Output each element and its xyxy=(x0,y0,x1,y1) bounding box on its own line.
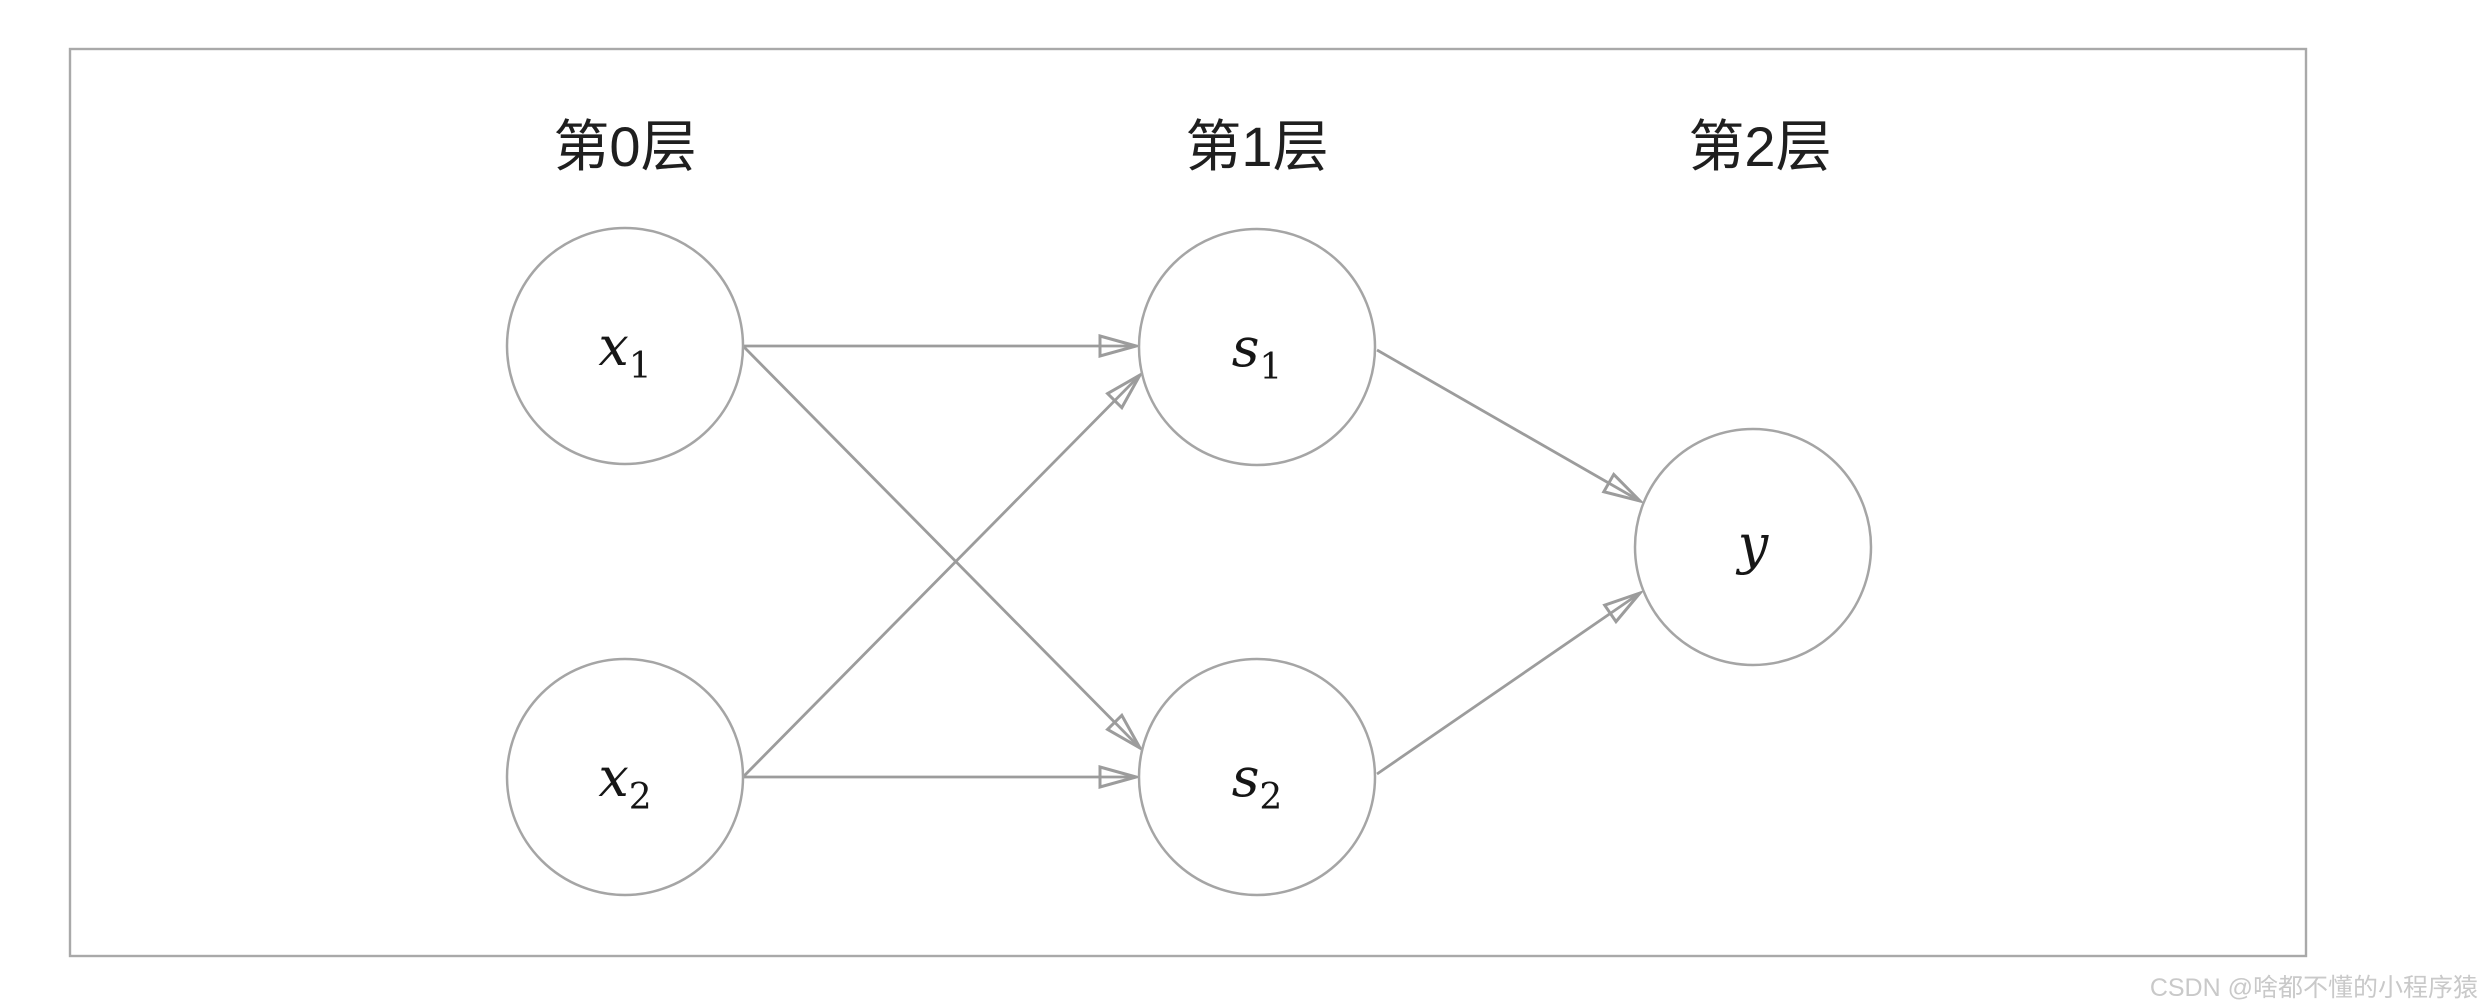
edge-x1-s2 xyxy=(742,345,1140,748)
node-x1-base: x xyxy=(598,315,628,378)
node-y-base: y xyxy=(1736,513,1770,576)
node-x2-circle xyxy=(505,657,745,897)
node-s2-label: s2 xyxy=(1232,746,1283,818)
node-s1-circle xyxy=(1137,227,1377,467)
node-x2-subscript: 2 xyxy=(629,777,652,818)
layer-title-1: 第1层 xyxy=(1185,115,1328,178)
node-x2-base: x xyxy=(598,746,628,809)
edge-x2-s1 xyxy=(742,375,1140,778)
edge-s2-y xyxy=(1376,593,1640,776)
node-y-label: y xyxy=(1736,513,1770,576)
node-s1-base: s xyxy=(1232,316,1260,379)
layer-title-2: 第2层 xyxy=(1688,115,1831,178)
watermark-text: CSDN @啥都不懂的小程序猿 xyxy=(2150,974,2478,1000)
node-s1-label: s1 xyxy=(1232,316,1283,388)
diagram-border xyxy=(68,47,2308,958)
node-s2-circle xyxy=(1137,657,1377,897)
node-x1-circle xyxy=(505,226,745,466)
nodes-group: x1 x2 s1 s2 y xyxy=(505,226,1873,897)
node-s2-subscript: 2 xyxy=(1259,777,1282,818)
node-s1-subscript: 1 xyxy=(1259,347,1282,388)
node-y-circle xyxy=(1633,427,1873,667)
edges-group xyxy=(742,345,1640,778)
node-s2-base: s xyxy=(1232,746,1260,809)
node-x1-label: x1 xyxy=(598,315,651,387)
layer-title-0: 第0层 xyxy=(553,115,696,178)
node-x2-label: x2 xyxy=(598,746,651,818)
node-x1-subscript: 1 xyxy=(629,346,652,387)
edge-s1-y xyxy=(1376,348,1640,501)
